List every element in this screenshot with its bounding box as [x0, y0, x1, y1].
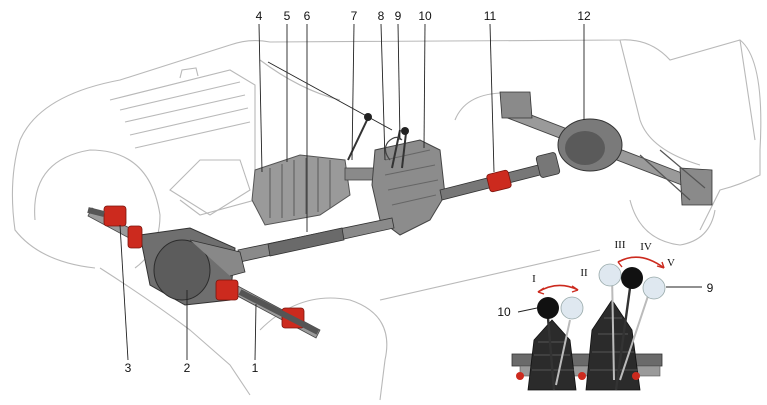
left-lever-ghost-knob	[560, 296, 584, 320]
right-lever-ghost-knob-right	[642, 276, 666, 300]
right-lever-ghost-knob-left	[598, 263, 622, 287]
label-12: 12	[577, 9, 591, 23]
label-11: 11	[484, 9, 497, 23]
gearbox-shift-lever	[347, 117, 369, 161]
left-lever-knob	[537, 297, 559, 319]
left-lever	[546, 317, 556, 391]
label-2: 2	[184, 361, 191, 375]
label-5: 5	[284, 9, 291, 23]
label-9: 9	[395, 9, 402, 23]
front-right-boot	[215, 279, 239, 301]
right-lever-knob	[621, 267, 643, 289]
gearbox	[251, 154, 351, 226]
drivetrain	[87, 91, 713, 339]
label-3: 3	[125, 361, 132, 375]
rear-axle	[499, 91, 713, 206]
inset-label-10: 10	[497, 305, 511, 319]
position-III: III	[615, 239, 626, 251]
position-IV: IV	[640, 241, 652, 253]
position-II: II	[580, 267, 588, 279]
label-1: 1	[252, 361, 259, 375]
transfer-lever-left	[391, 129, 401, 169]
transfer-case	[371, 139, 446, 236]
front-left-boot	[103, 205, 127, 227]
front-axle	[87, 205, 321, 339]
leader-lines	[119, 23, 585, 361]
position-V: V	[667, 257, 675, 269]
vehicle-body-outline	[11, 39, 762, 401]
position-I: I	[532, 273, 536, 285]
transfer-lever-right	[401, 132, 407, 169]
label-6: 6	[304, 9, 311, 23]
label-4: 4	[256, 9, 263, 23]
label-10: 10	[418, 9, 432, 23]
label-8: 8	[378, 9, 385, 23]
lever-positions-inset: I II III IV V 10 9	[497, 239, 714, 391]
bottom-labels: 3 2 1	[125, 361, 259, 375]
right-lever	[614, 287, 632, 391]
inset-label-9: 9	[707, 281, 714, 295]
label-7: 7	[351, 9, 358, 23]
rear-shaft-boot	[486, 169, 512, 193]
top-labels: 4 5 6 7 8 9 10 11 12	[256, 9, 591, 23]
